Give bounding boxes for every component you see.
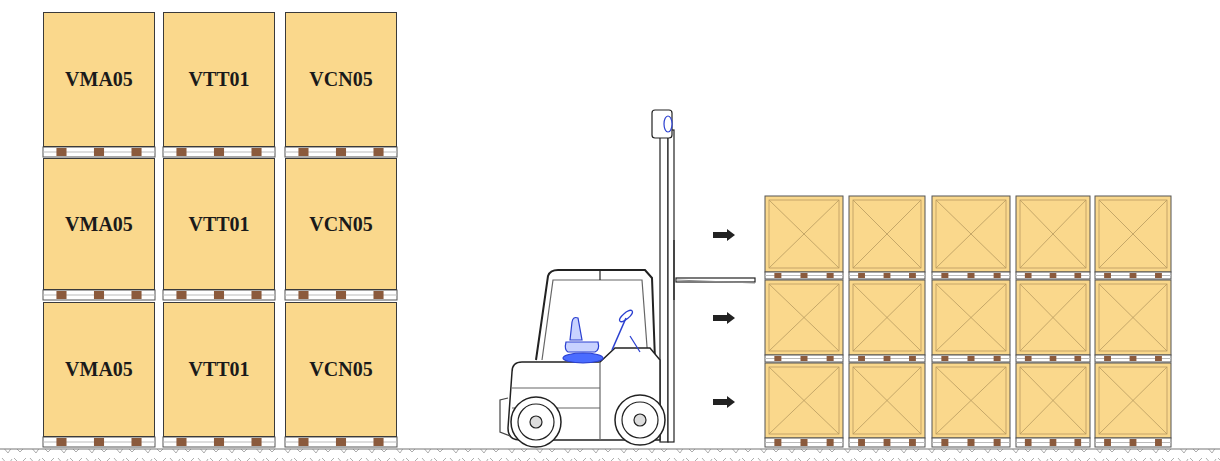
pallet-box: VTT01	[163, 158, 275, 290]
pallet-label: VTT01	[188, 358, 249, 381]
pallet-label: VTT01	[188, 68, 249, 91]
pallet-label: VMA05	[65, 213, 133, 236]
pallet-stack	[765, 196, 1171, 447]
pallet-label: VTT01	[188, 213, 249, 236]
pallet-box: VCN05	[285, 158, 397, 290]
pallet-box: VMA05	[43, 12, 155, 147]
pallets	[43, 147, 397, 447]
pallet-box: VTT01	[163, 12, 275, 147]
forklift	[500, 110, 755, 447]
pallet-box: VMA05	[43, 158, 155, 290]
pallet-label: VCN05	[309, 68, 372, 91]
pallet-box: VCN05	[285, 12, 397, 147]
pallet-label: VCN05	[309, 358, 372, 381]
pallet-box: VTT01	[163, 302, 275, 437]
direction-arrows	[713, 229, 735, 408]
pallet-label: VMA05	[65, 358, 133, 381]
pallet-label: VCN05	[309, 213, 372, 236]
pallet-label: VMA05	[65, 68, 133, 91]
ground	[0, 449, 1220, 461]
pallet-box: VCN05	[285, 302, 397, 437]
pallet-box: VMA05	[43, 302, 155, 437]
